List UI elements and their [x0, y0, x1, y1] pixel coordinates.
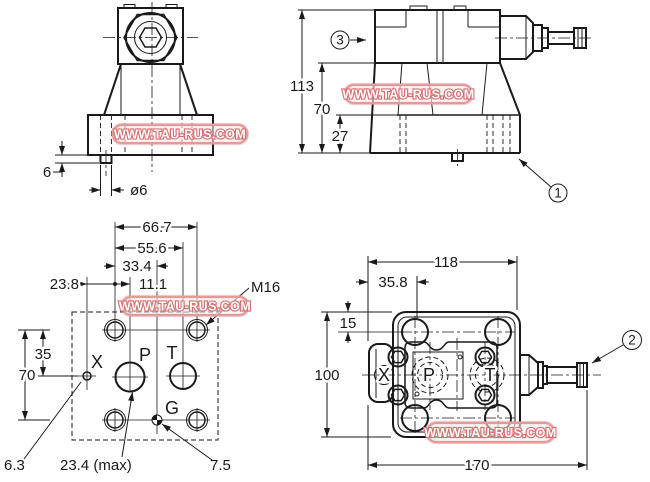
- dim-100: 100: [314, 367, 339, 384]
- port-face-dimensions: 66.7 55.6 33.4 23.8 11.1 70 35: [16, 217, 197, 420]
- g-port: [151, 414, 163, 426]
- dim-x-port-dia: 6.3: [4, 457, 25, 474]
- dim-23-8: 23.8: [50, 276, 79, 293]
- dim-protrusion-height: 6: [43, 164, 51, 181]
- top-view: 118 35.8 15 100 170: [312, 252, 642, 477]
- corner-boss: [484, 318, 512, 346]
- port-face-view: 66.7 55.6 33.4 23.8 11.1 70 35: [4, 217, 283, 475]
- adjustment-screw: [520, 354, 588, 396]
- mounting-hole: [104, 409, 126, 431]
- callout-2: 2: [591, 330, 642, 364]
- p-port-hidden: [411, 356, 449, 394]
- dim-11-1: 11.1: [139, 276, 167, 293]
- side-view: 113 70 27 3 1: [288, 5, 594, 203]
- callout-1: 1: [518, 158, 568, 203]
- socket-bolt: [474, 346, 496, 368]
- callout-3-label: 3: [336, 33, 344, 48]
- dim-body-height: 70: [314, 101, 331, 118]
- dim-g-port-dia: 7.5: [210, 457, 231, 474]
- socket-bolt: [387, 384, 409, 406]
- x-port-circle: [374, 365, 394, 385]
- watermark-side: WWW.TAU-RUS.COM: [341, 82, 475, 106]
- valve-mounting-plate: [404, 341, 498, 409]
- socket-bolt: [474, 384, 496, 406]
- dim-base-height: 27: [332, 128, 349, 145]
- x-label: X: [378, 365, 390, 385]
- p-port: [114, 361, 146, 393]
- front-view: 6 ø6: [40, 2, 214, 202]
- callout-1-label: 1: [554, 186, 562, 201]
- dim-35-8: 35.8: [378, 274, 407, 291]
- watermarks: WWW.TAU-RUS.COM WWW.TAU-RUS.COM WWW.TAU-…: [110, 82, 557, 445]
- t-label: T: [485, 365, 496, 385]
- top-view-dimensions: 118 35.8 15 100 170: [312, 252, 587, 477]
- t-port-hidden: [469, 357, 505, 393]
- watermark-text: WWW.TAU-RUS.COM: [114, 128, 246, 142]
- x-port-label: X: [91, 352, 103, 372]
- watermark-front: WWW.TAU-RUS.COM: [110, 122, 250, 146]
- callout-3: 3: [330, 30, 366, 50]
- watermark-text: WWW.TAU-RUS.COM: [342, 88, 474, 102]
- front-view-body: [87, 2, 214, 176]
- dim-total-height: 113: [290, 78, 314, 95]
- port-face-leaders: M16 6.3 23.4 (max) 7.5: [4, 277, 283, 475]
- dim-35: 35: [35, 346, 52, 363]
- port-face-body: P T X G: [71, 311, 219, 441]
- t-port-label: T: [167, 343, 178, 363]
- mounting-hole: [104, 319, 126, 341]
- mounting-hole: [186, 319, 208, 341]
- dim-15: 15: [340, 315, 357, 332]
- g-port-label: G: [165, 398, 179, 418]
- watermark-port-face: WWW.TAU-RUS.COM: [118, 294, 252, 318]
- p-port-label: P: [139, 345, 151, 365]
- callout-2-label: 2: [628, 333, 636, 348]
- dim-170: 170: [464, 457, 489, 474]
- side-view-dimensions: 113 70 27: [288, 9, 397, 154]
- watermark-top-view: WWW.TAU-RUS.COM: [423, 420, 557, 445]
- p-label: P: [423, 365, 435, 385]
- dim-p-port-dia: 23.4 (max): [60, 457, 132, 474]
- watermark-text: WWW.TAU-RUS.COM: [424, 426, 556, 440]
- watermark-text: WWW.TAU-RUS.COM: [119, 300, 251, 314]
- thread-callout: M16: [251, 279, 280, 296]
- dim-protrusion-dia: ø6: [130, 182, 148, 199]
- corner-boss: [401, 404, 429, 432]
- dim-55-6: 55.6: [137, 240, 166, 257]
- x-port: [82, 371, 92, 381]
- front-view-dimensions: 6 ø6: [40, 141, 150, 202]
- mounting-hole: [186, 409, 208, 431]
- side-view-body: [369, 5, 594, 166]
- dim-70: 70: [19, 367, 36, 384]
- corner-boss: [401, 318, 429, 346]
- socket-bolt: [387, 346, 409, 368]
- t-port: [169, 362, 197, 390]
- top-view-body: X P T: [362, 311, 601, 438]
- dim-33-4: 33.4: [122, 258, 151, 275]
- dim-118: 118: [434, 254, 458, 271]
- dim-66-7: 66.7: [142, 219, 171, 236]
